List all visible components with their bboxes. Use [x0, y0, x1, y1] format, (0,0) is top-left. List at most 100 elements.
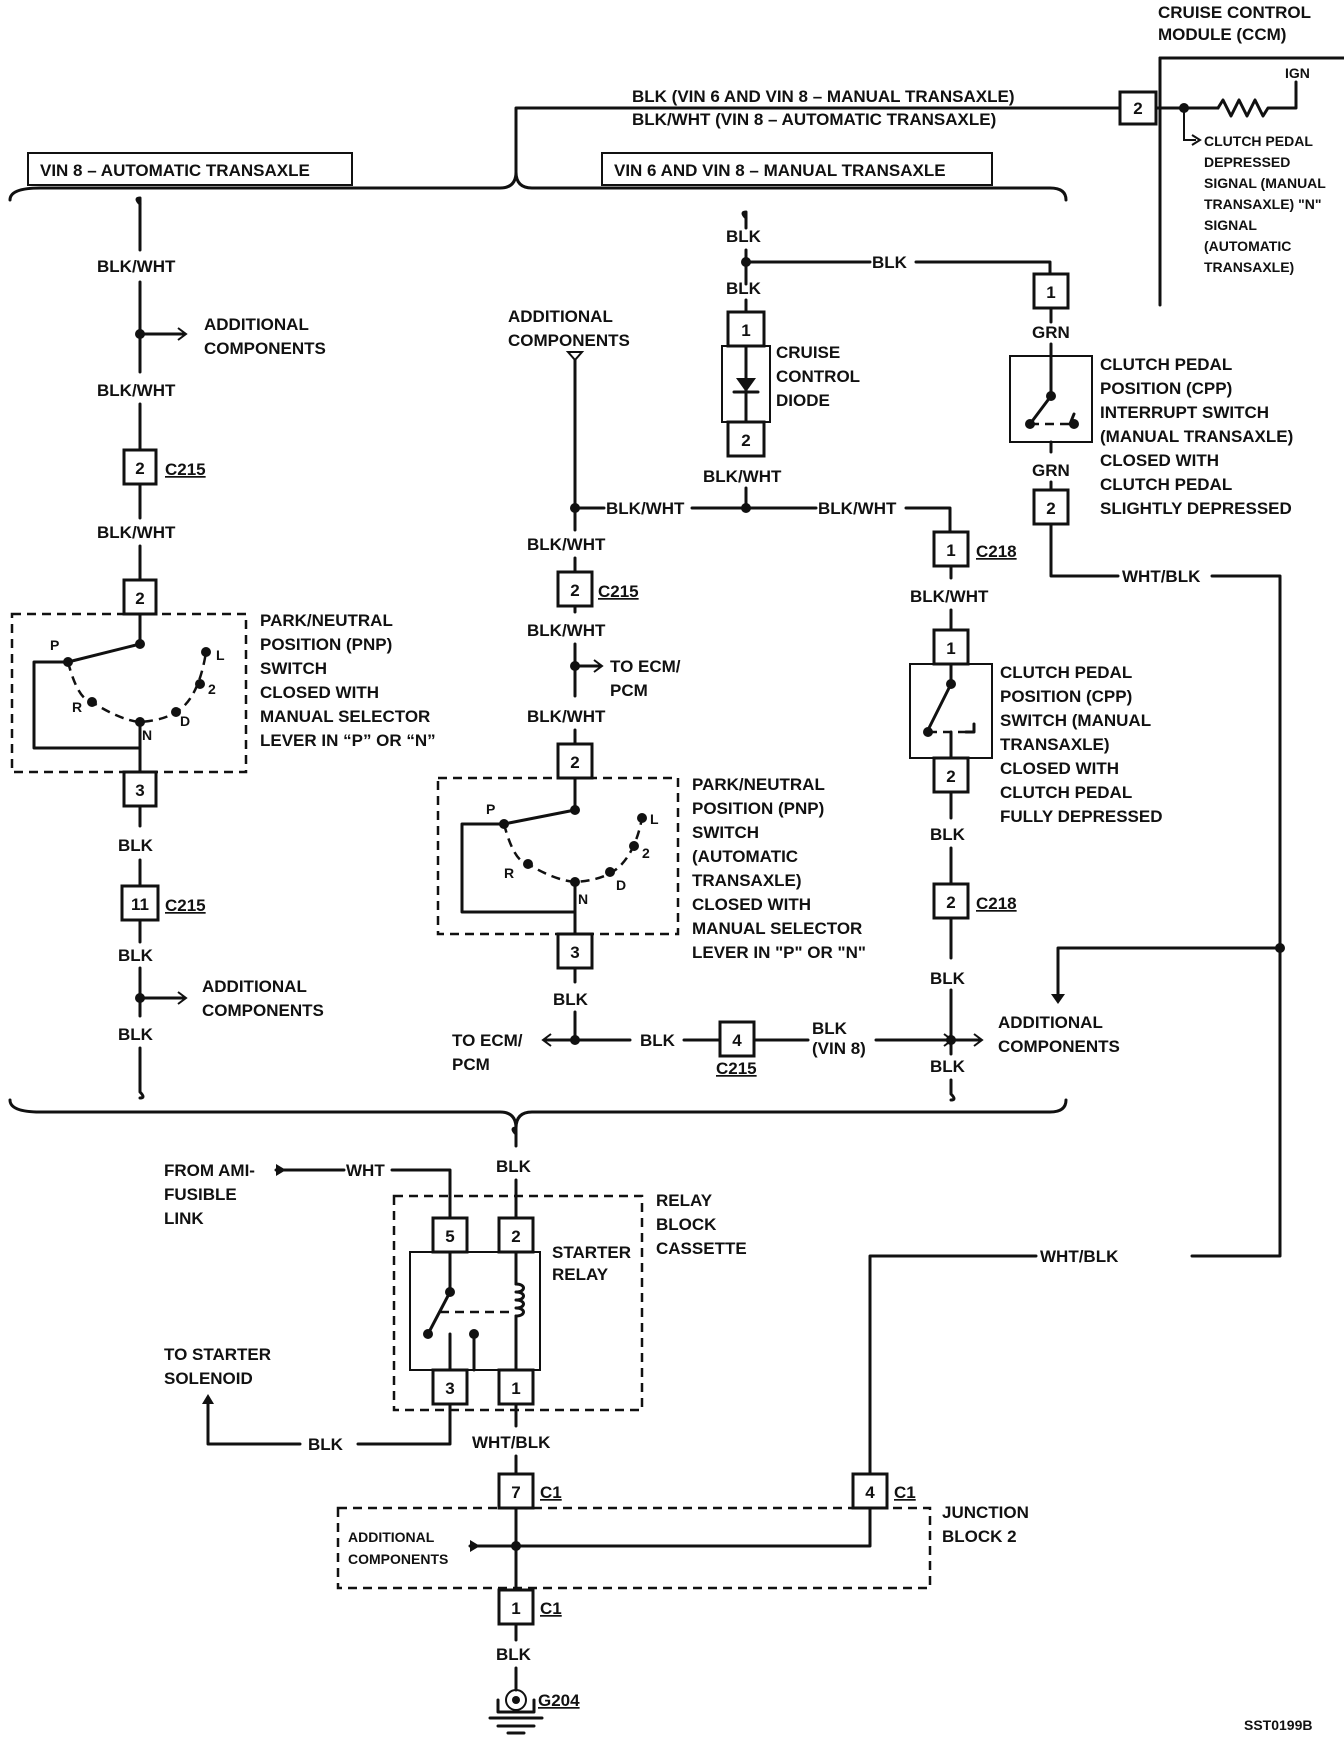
svg-text:7: 7 — [511, 1483, 520, 1502]
cpp-switch: 1 C218 BLK/WHT 1 2 CLUTCH PEDAL POSITION… — [909, 530, 1163, 1102]
cruise-control-diode: BLK BLK BLK 1 2 CRUISE CONTROL DIODE BLK… — [703, 210, 1052, 534]
svg-text:C215: C215 — [165, 896, 206, 915]
section-manual-box — [601, 152, 993, 186]
svg-text:WHT: WHT — [346, 1161, 385, 1180]
cpp-interrupt-switch: 1 GRN GRN 2 CLUTCH PEDAL POSITION (CPP) … — [1009, 272, 1293, 1258]
svg-text:2: 2 — [135, 459, 144, 478]
svg-text:BLK/WHT: BLK/WHT — [910, 587, 989, 606]
ccm-description: CLUTCH PEDAL DEPRESSED SIGNAL (MANUAL TR… — [1204, 133, 1326, 275]
svg-text:IGN: IGN — [1285, 65, 1310, 81]
svg-text:LEVER IN “P” OR “N”: LEVER IN “P” OR “N” — [260, 731, 436, 750]
svg-text:P: P — [50, 637, 59, 653]
svg-text:CLUTCH PEDAL: CLUTCH PEDAL — [1204, 133, 1313, 149]
junction-c1-pin-4 — [851, 1472, 889, 1510]
svg-text:4: 4 — [732, 1031, 742, 1050]
svg-text:BLK/WHT: BLK/WHT — [527, 621, 606, 640]
svg-text:C215: C215 — [716, 1059, 757, 1078]
svg-text:2: 2 — [570, 581, 579, 600]
ground-lug-icon — [505, 1689, 527, 1711]
section-auto-box — [27, 152, 353, 186]
svg-text:WHT/BLK: WHT/BLK — [472, 1433, 551, 1452]
svg-text:COMPONENTS: COMPONENTS — [508, 331, 630, 350]
svg-text:WHT/BLK: WHT/BLK — [1040, 1247, 1119, 1266]
svg-text:COMPONENTS: COMPONENTS — [202, 1001, 324, 1020]
diode-pin-1 — [726, 310, 766, 348]
svg-text:COMPONENTS: COMPONENTS — [998, 1037, 1120, 1056]
svg-text:POSITION (CPP): POSITION (CPP) — [1000, 687, 1132, 706]
svg-text:2: 2 — [946, 767, 955, 786]
svg-text:PARK/NEUTRAL: PARK/NEUTRAL — [692, 775, 825, 794]
cpp-int-pin-1 — [1032, 272, 1070, 310]
svg-text:4: 4 — [865, 1483, 875, 1502]
svg-text:ADDITIONAL: ADDITIONAL — [998, 1013, 1103, 1032]
svg-text:DEPRESSED: DEPRESSED — [1204, 154, 1290, 170]
left-branch: BLK/WHT ADDITIONAL COMPONENTS BLK/WHT 2 … — [10, 196, 436, 1100]
svg-text:BLK: BLK — [930, 1057, 966, 1076]
svg-text:3: 3 — [445, 1379, 454, 1398]
svg-text:SWITCH: SWITCH — [260, 659, 327, 678]
svg-text:1: 1 — [1046, 283, 1055, 302]
left-c215-pin-11 — [120, 884, 160, 922]
figure-reference: SST0199B — [1244, 1717, 1312, 1733]
svg-text:G204: G204 — [538, 1691, 580, 1710]
svg-text:BLK/WHT: BLK/WHT — [97, 257, 176, 276]
svg-text:CLOSED WITH: CLOSED WITH — [692, 895, 811, 914]
svg-text:MANUAL SELECTOR: MANUAL SELECTOR — [260, 707, 430, 726]
svg-text:(AUTOMATIC: (AUTOMATIC — [1204, 238, 1291, 254]
svg-text:1: 1 — [946, 639, 955, 658]
svg-text:BLOCK 2: BLOCK 2 — [942, 1527, 1017, 1546]
svg-text:CLUTCH PEDAL: CLUTCH PEDAL — [1100, 475, 1232, 494]
svg-text:2: 2 — [570, 753, 579, 772]
junction-block-2: 7 C1 4 C1 ADDITIONAL COMPONENTS JUNCTION… — [336, 1472, 1029, 1735]
svg-text:CLOSED WITH: CLOSED WITH — [1000, 759, 1119, 778]
svg-text:CONTROL: CONTROL — [776, 367, 860, 386]
svg-text:ADDITIONAL: ADDITIONAL — [508, 307, 613, 326]
svg-text:2: 2 — [741, 431, 750, 450]
cpp-sw-description: CLUTCH PEDAL POSITION (CPP) SWITCH (MANU… — [1000, 663, 1163, 826]
svg-text:L: L — [650, 811, 659, 827]
svg-text:SWITCH (MANUAL: SWITCH (MANUAL — [1000, 711, 1151, 730]
svg-text:PCM: PCM — [452, 1055, 490, 1074]
svg-text:R: R — [504, 865, 514, 881]
svg-text:CLOSED WITH: CLOSED WITH — [260, 683, 379, 702]
svg-text:C218: C218 — [976, 542, 1017, 561]
svg-text:C1: C1 — [894, 1483, 916, 1502]
svg-text:BLK/WHT: BLK/WHT — [606, 499, 685, 518]
svg-text:2: 2 — [946, 893, 955, 912]
svg-text:1: 1 — [946, 541, 955, 560]
svg-text:L: L — [216, 647, 225, 663]
bottom-brace — [8, 1098, 1068, 1130]
svg-text:CLUTCH PEDAL: CLUTCH PEDAL — [1100, 355, 1232, 374]
svg-text:BLK/WHT: BLK/WHT — [703, 467, 782, 486]
svg-text:LEVER IN "P" OR "N": LEVER IN "P" OR "N" — [692, 943, 866, 962]
svg-text:BLK: BLK — [726, 279, 762, 298]
svg-text:C218: C218 — [976, 894, 1017, 913]
svg-text:RELAY: RELAY — [656, 1191, 713, 1210]
svg-text:CASSETTE: CASSETTE — [656, 1239, 747, 1258]
svg-text:STARTER: STARTER — [552, 1243, 631, 1262]
svg-text:CLUTCH PEDAL: CLUTCH PEDAL — [1000, 663, 1132, 682]
svg-text:3: 3 — [570, 943, 579, 962]
relay-coil-icon — [514, 1282, 525, 1318]
svg-text:RELAY: RELAY — [552, 1265, 609, 1284]
svg-text:BLK/WHT: BLK/WHT — [818, 499, 897, 518]
starter-relay: BLK FROM AMI- FUSIBLE LINK WHT 5 2 3 1 S… — [164, 1126, 1119, 1476]
svg-text:BLK: BLK — [640, 1031, 676, 1050]
svg-text:SOLENOID: SOLENOID — [164, 1369, 253, 1388]
cpp-c218-pin-2 — [932, 882, 970, 920]
svg-text:BLK/WHT: BLK/WHT — [97, 523, 176, 542]
relay-pin-5 — [431, 1216, 469, 1254]
diode-pin-2 — [726, 420, 766, 458]
svg-text:BLK: BLK — [930, 825, 966, 844]
svg-text:POSITION (PNP): POSITION (PNP) — [260, 635, 392, 654]
svg-text:FULLY DEPRESSED: FULLY DEPRESSED — [1000, 807, 1163, 826]
svg-text:2: 2 — [1133, 99, 1142, 118]
svg-text:BLOCK: BLOCK — [656, 1215, 717, 1234]
svg-text:C215: C215 — [165, 460, 206, 479]
svg-text:3: 3 — [135, 781, 144, 800]
ccm-title: CRUISE CONTROL — [1158, 3, 1311, 22]
top-wire-label-2: BLK/WHT (VIN 8 – AUTOMATIC TRANSAXLE) — [632, 110, 996, 129]
svg-text:TRANSAXLE): TRANSAXLE) — [1204, 259, 1294, 275]
svg-text:BLK: BLK — [553, 990, 589, 1009]
svg-text:TRANSAXLE): TRANSAXLE) — [1000, 735, 1110, 754]
